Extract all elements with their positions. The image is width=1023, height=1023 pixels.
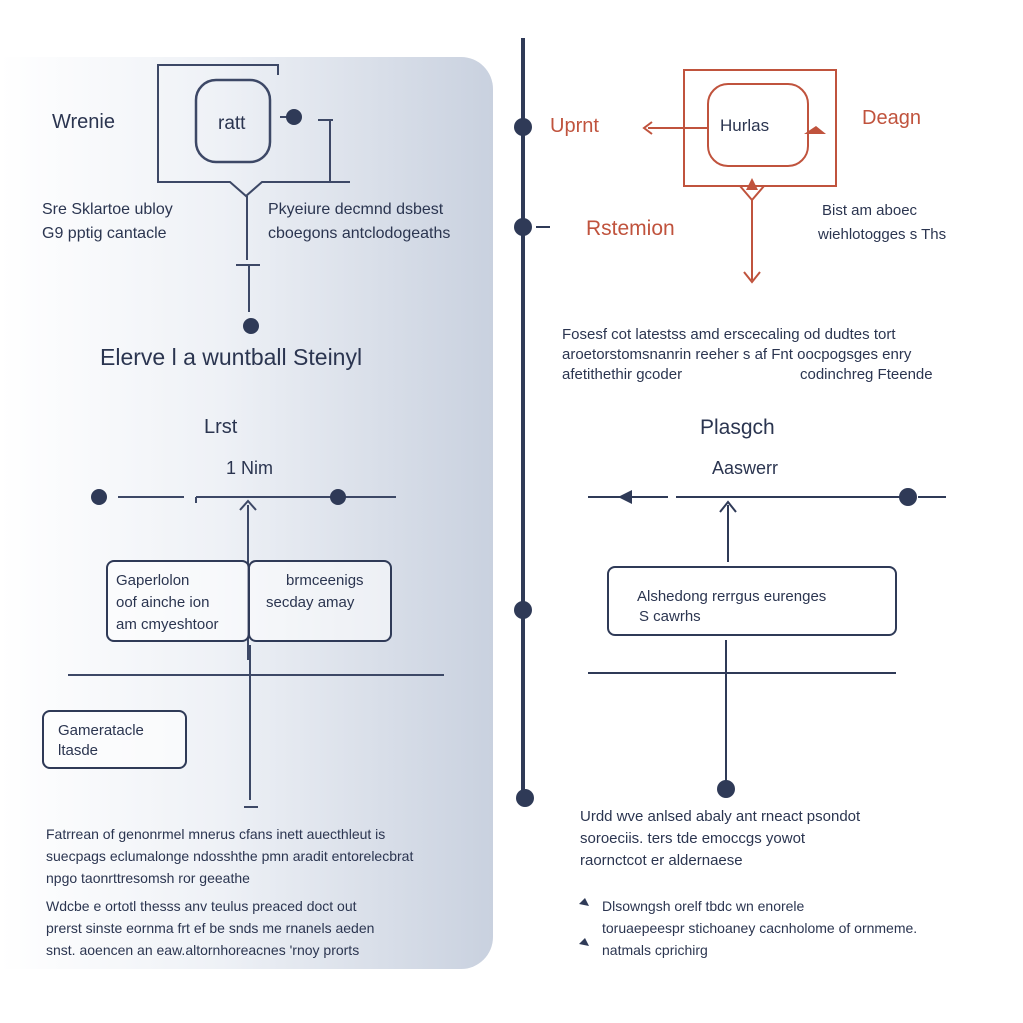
- right-box-line1: Alshedong rerrgus eurenges: [637, 588, 827, 605]
- left-sub1: Lrst: [204, 416, 238, 438]
- left-para2-line3: snst. aoencen an eaw.altornhoreacnes 'rn…: [46, 942, 360, 958]
- right-section-title: Rstemion: [586, 217, 675, 240]
- right-sub2: Aaswerr: [712, 458, 779, 478]
- left-box-1-line3: am cmyeshtoor: [116, 616, 219, 633]
- left-para2-line1: Wdcbe e ortotl thesss anv teulus preaced…: [46, 898, 357, 914]
- left-sub2: 1 Nim: [226, 458, 274, 478]
- right-para-end-3: raornctcot er aldernaese: [580, 852, 743, 869]
- left-box-3-line2: ltasde: [58, 742, 99, 759]
- left-para1-line1: Fatrrean of genonrmel mnerus cfans inett…: [46, 826, 386, 842]
- left-para1-line3: npgo taonrttresomsh ror geeathe: [46, 870, 250, 886]
- left-box-2-line1: brmceenigs: [286, 572, 364, 589]
- left-para1-line2: suecpags eclumalonge ndosshthe pmn aradi…: [46, 848, 414, 864]
- left-box-2-line2: secday amay: [266, 594, 355, 611]
- right-para-end-1: Urdd wve anlsed abaly ant rneact psondot: [580, 808, 861, 825]
- left-box-2: brmceenigs secday amay: [248, 560, 392, 642]
- left-para2-line2: prerst sinste eornma frt ef be snds me r…: [46, 920, 375, 936]
- right-label-left: Uprnt: [550, 115, 599, 137]
- right-label-right: Deagn: [862, 107, 921, 129]
- right-para-mid-2: aroetorstomsnanrin reeher s af Fnt oocpo…: [562, 346, 912, 363]
- right-text-c2: wiehlotogges s Ths: [818, 226, 947, 243]
- left-box-3-line1: Gameratacle: [58, 722, 144, 739]
- left-heading: Elerve l a wuntball Steinyl: [100, 344, 363, 370]
- right-para-mid-3b: codinchreg Fteende: [800, 366, 933, 383]
- right-box: Alshedong rerrgus eurenges S cawrhs: [607, 566, 897, 636]
- left-text-b2: cboegons antclodogeaths: [268, 225, 451, 242]
- left-text-a1: Sre Sklartoe ubloy: [42, 201, 173, 218]
- right-para-mid-3a: afetithethir gcoder: [562, 366, 683, 383]
- left-node-label: ratt: [218, 113, 246, 134]
- left-text-a2: G9 pptig cantacle: [42, 225, 167, 242]
- left-text-b1: Pkyeiure decmnd dsbest: [268, 201, 444, 218]
- right-box-line2: S cawrhs: [639, 608, 701, 625]
- right-bullet-3: natmals cprichirg: [602, 942, 708, 958]
- left-box-3: Gameratacle ltasde: [42, 710, 187, 769]
- right-sub1: Plasgch: [700, 416, 775, 439]
- right-text-c1: Bist am aboec: [822, 202, 918, 219]
- left-box-1-line2: oof ainche ion: [116, 594, 210, 611]
- left-box-1: Gaperlolon oof ainche ion am cmyeshtoor: [106, 560, 250, 642]
- right-bullet-1: Dlsowngsh orelf tbdc wn enorele: [602, 898, 805, 914]
- right-para-end-2: soroeciis. ters tde emoccgs yowot: [580, 830, 806, 847]
- left-top-label: Wrenie: [52, 111, 115, 133]
- right-para-mid-1: Fosesf cot latestss amd erscecaling od d…: [562, 326, 896, 343]
- left-box-1-line1: Gaperlolon: [116, 572, 190, 589]
- right-bullet-2: toruaepeespr stichoaney cacnholome of or…: [602, 920, 918, 936]
- right-node-label: Hurlas: [720, 116, 770, 135]
